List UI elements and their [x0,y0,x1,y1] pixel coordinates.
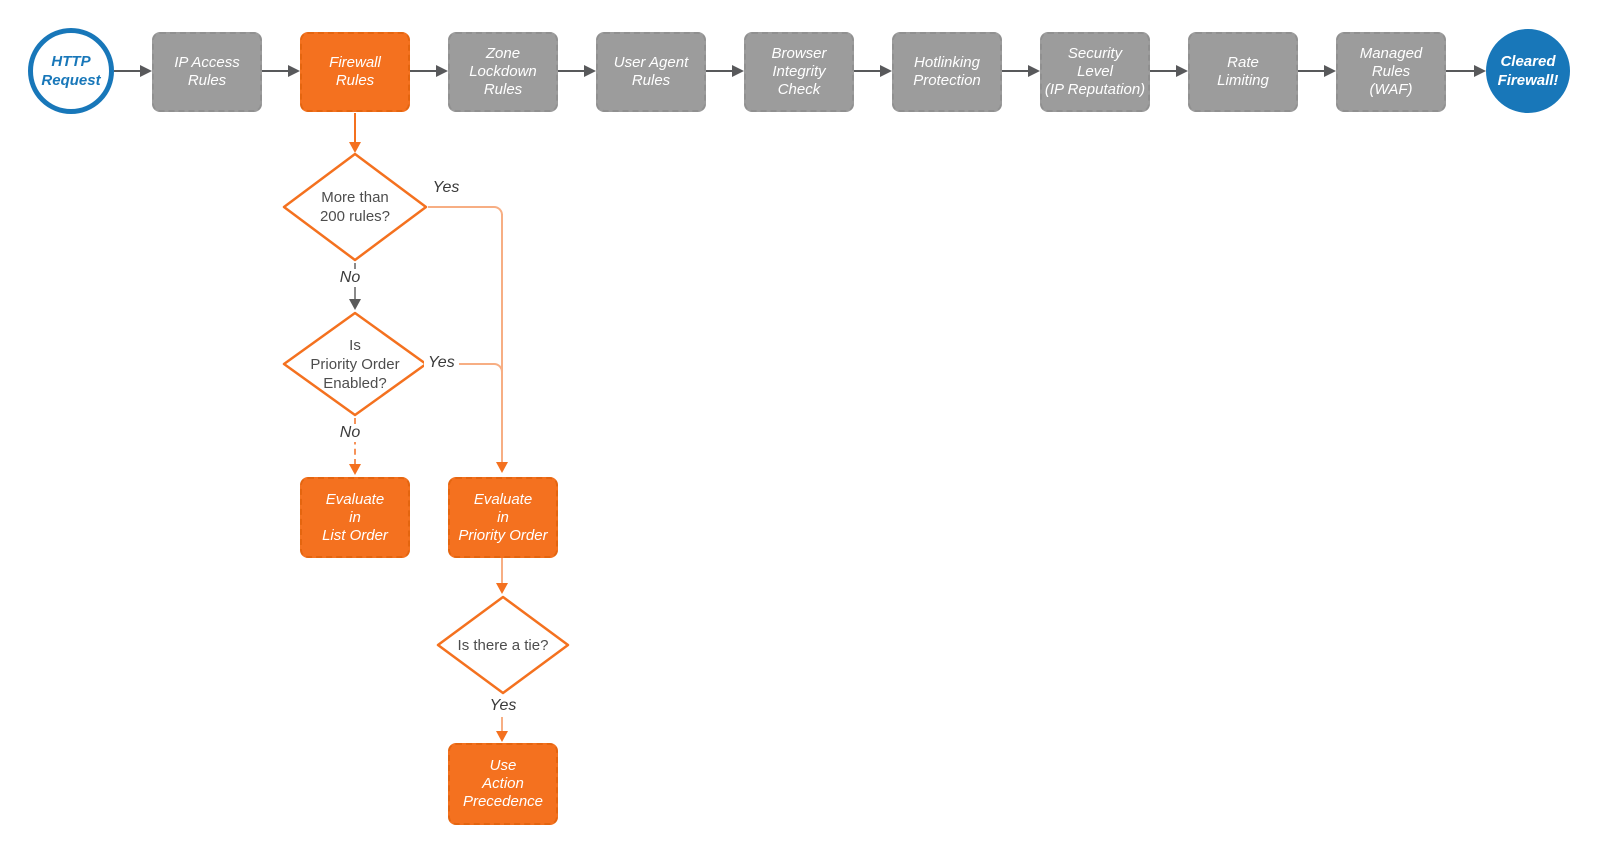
edge-label-no: No [334,269,366,287]
diamond-shape [282,311,428,417]
edge-line [262,70,289,72]
arrow-right-icon [732,65,744,77]
edge-corner [494,206,503,215]
diamond-shape [282,152,428,262]
decision-label: More than 200 rules? [319,189,391,225]
edge-line [428,363,494,365]
edge-line [854,70,881,72]
decision-label: Is Priority Order Enabled? [310,336,400,392]
arrow-down-icon [496,462,508,473]
pipeline-step-user-agent-rules: User Agent Rules [596,32,706,112]
action-evaluate-in-list-order: Evaluate in List Order [300,477,410,558]
end-node-cleared-firewall: Cleared Firewall! [1486,29,1570,113]
pipeline-step-ip-access-rules: IP Access Rules [152,32,262,112]
pipeline-step-managed-rules-waf: Managed Rules (WAF) [1336,32,1446,112]
pipeline-step-security-level: Security Level (IP Reputation) [1040,32,1150,112]
decision-more-than-200-rules: More than 200 rules? [282,152,428,262]
pipeline-step-rate-limiting: Rate Limiting [1188,32,1298,112]
start-node-http-request: HTTP Request [28,28,114,114]
edge-label-yes: Yes [432,179,460,196]
edge-label-yes: Yes [489,697,517,714]
edge-line [1002,70,1029,72]
edge-line [428,206,494,208]
arrow-down-icon [349,142,361,153]
arrow-right-icon [1176,65,1188,77]
edge-line [501,717,503,732]
diamond-shape [436,595,570,695]
edge-corner [494,363,503,372]
pipeline-step-firewall-rules: Firewall Rules [300,32,410,112]
edge-line [1446,70,1475,72]
edge-line [706,70,733,72]
edge-line [410,70,437,72]
edge-line [1150,70,1177,72]
pipeline-step-hotlinking-protection: Hotlinking Protection [892,32,1002,112]
edge-line [354,113,356,143]
arrow-right-icon [584,65,596,77]
edge-label-yes: Yes [424,354,459,372]
decision-priority-order-enabled: Is Priority Order Enabled? [282,311,428,417]
arrow-right-icon [1324,65,1336,77]
arrow-down-icon [496,731,508,742]
decision-label: Is there a tie? [457,636,549,654]
arrow-right-icon [880,65,892,77]
edge-line [501,558,503,584]
pipeline-step-browser-integrity: Browser Integrity Check [744,32,854,112]
arrow-right-icon [140,65,152,77]
edge-line [558,70,585,72]
arrow-right-icon [288,65,300,77]
edge-line [501,214,503,462]
action-use-action-precedence: Use Action Precedence [448,743,558,825]
arrow-right-icon [1028,65,1040,77]
arrow-right-icon [1474,65,1486,77]
edge-line [114,70,141,72]
pipeline-step-zone-lockdown-rules: Zone Lockdown Rules [448,32,558,112]
arrow-down-icon [349,299,361,310]
edge-label-no: No [334,424,366,442]
edge-line [1298,70,1325,72]
action-evaluate-in-priority-order: Evaluate in Priority Order [448,477,558,558]
arrow-down-icon [349,464,361,475]
arrow-down-icon [496,583,508,594]
decision-is-there-a-tie: Is there a tie? [436,595,570,695]
arrow-right-icon [436,65,448,77]
